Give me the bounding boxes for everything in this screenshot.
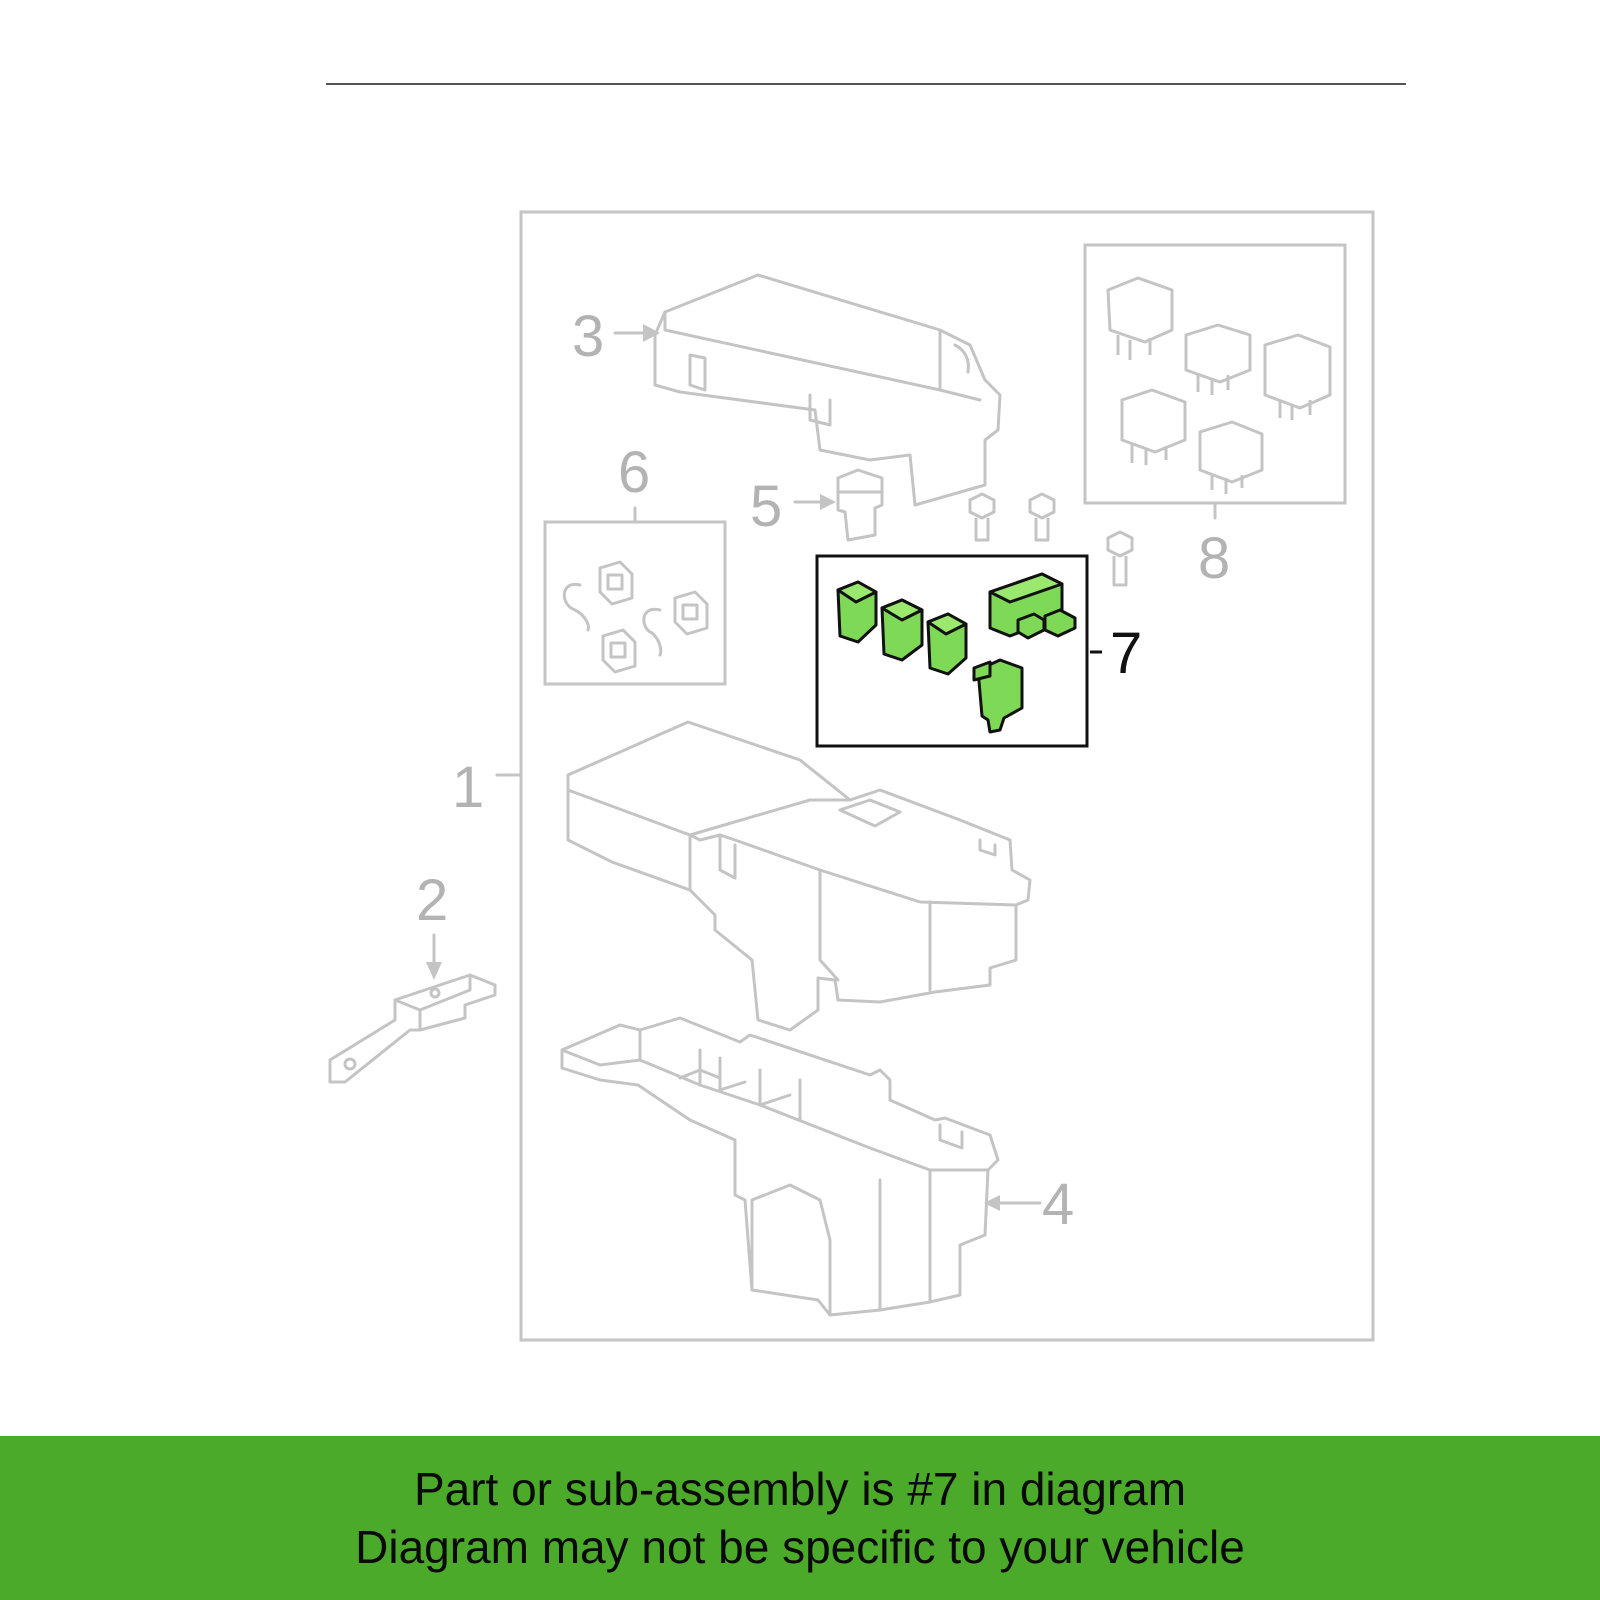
part-8-relays [1106, 276, 1332, 520]
part-7-fuses [836, 572, 1077, 734]
part-1-body[interactable] [566, 720, 1032, 1032]
callout-2-arrow [426, 933, 442, 980]
callout-2: 2 [416, 868, 448, 933]
callout-3-arrow [613, 324, 660, 342]
callout-3: 3 [572, 304, 604, 369]
part-5-fuse[interactable] [836, 468, 884, 542]
part-4-lower-case[interactable] [560, 1016, 1000, 1317]
info-banner: Part or sub-assembly is #7 in diagram Di… [0, 1436, 1600, 1600]
banner-line-1: Part or sub-assembly is #7 in diagram [413, 1463, 1187, 1515]
part-2-bracket[interactable] [328, 973, 497, 1084]
callout-4-arrow [984, 1195, 1042, 1211]
part-6-clips [562, 506, 709, 674]
callout-5-arrow [793, 494, 836, 510]
callout-4: 4 [1042, 1172, 1074, 1237]
banner-line-2: Diagram may not be specific to your vehi… [355, 1521, 1245, 1573]
part-7-box[interactable] [815, 554, 1089, 748]
callout-5: 5 [750, 474, 782, 539]
callout-6: 6 [618, 440, 650, 505]
callout-8: 8 [1198, 526, 1230, 591]
part-3-cover[interactable] [653, 273, 1002, 507]
parts-diagram: 1 2 3 4 5 6 7 8 [326, 83, 1406, 1342]
bolts [968, 492, 1134, 587]
callout-1: 1 [452, 755, 484, 820]
callout-7: 7 [1110, 621, 1142, 686]
